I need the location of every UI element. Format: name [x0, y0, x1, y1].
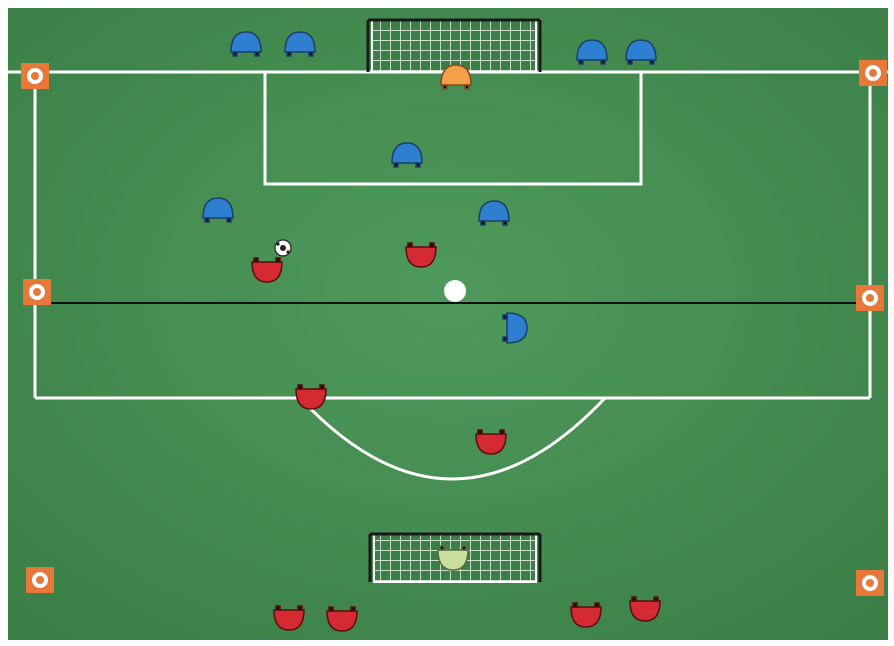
red-player-icon: [571, 603, 601, 627]
blue-player-icon: [285, 32, 315, 56]
cone-icon: [856, 570, 884, 596]
cone-icon: [21, 63, 49, 89]
red-player-icon: [630, 597, 660, 621]
top-goal: [368, 20, 540, 72]
red-player-icon: [274, 606, 304, 630]
ball-icon: [275, 240, 291, 256]
cone-icon: [26, 567, 54, 593]
goalkeeper-bottom-icon: [438, 546, 468, 570]
cone-icon: [23, 279, 51, 305]
red-player-icon: [296, 385, 326, 409]
blue-player-icon: [626, 40, 656, 64]
red-player-icon: [252, 258, 282, 282]
goalkeeper-top-icon: [441, 65, 471, 89]
blue-player-icon: [392, 143, 422, 167]
cone-icon: [856, 285, 884, 311]
center-ball-icon: [444, 280, 466, 302]
red-player-icon: [406, 243, 436, 267]
red-player-icon: [476, 430, 506, 454]
blue-player-icon: [503, 313, 527, 343]
blue-player-icon: [203, 198, 233, 222]
blue-player-icon: [577, 40, 607, 64]
blue-player-icon: [231, 32, 261, 56]
red-player-icon: [327, 607, 357, 631]
blue-player-icon: [479, 201, 509, 225]
cone-icon: [859, 60, 887, 86]
